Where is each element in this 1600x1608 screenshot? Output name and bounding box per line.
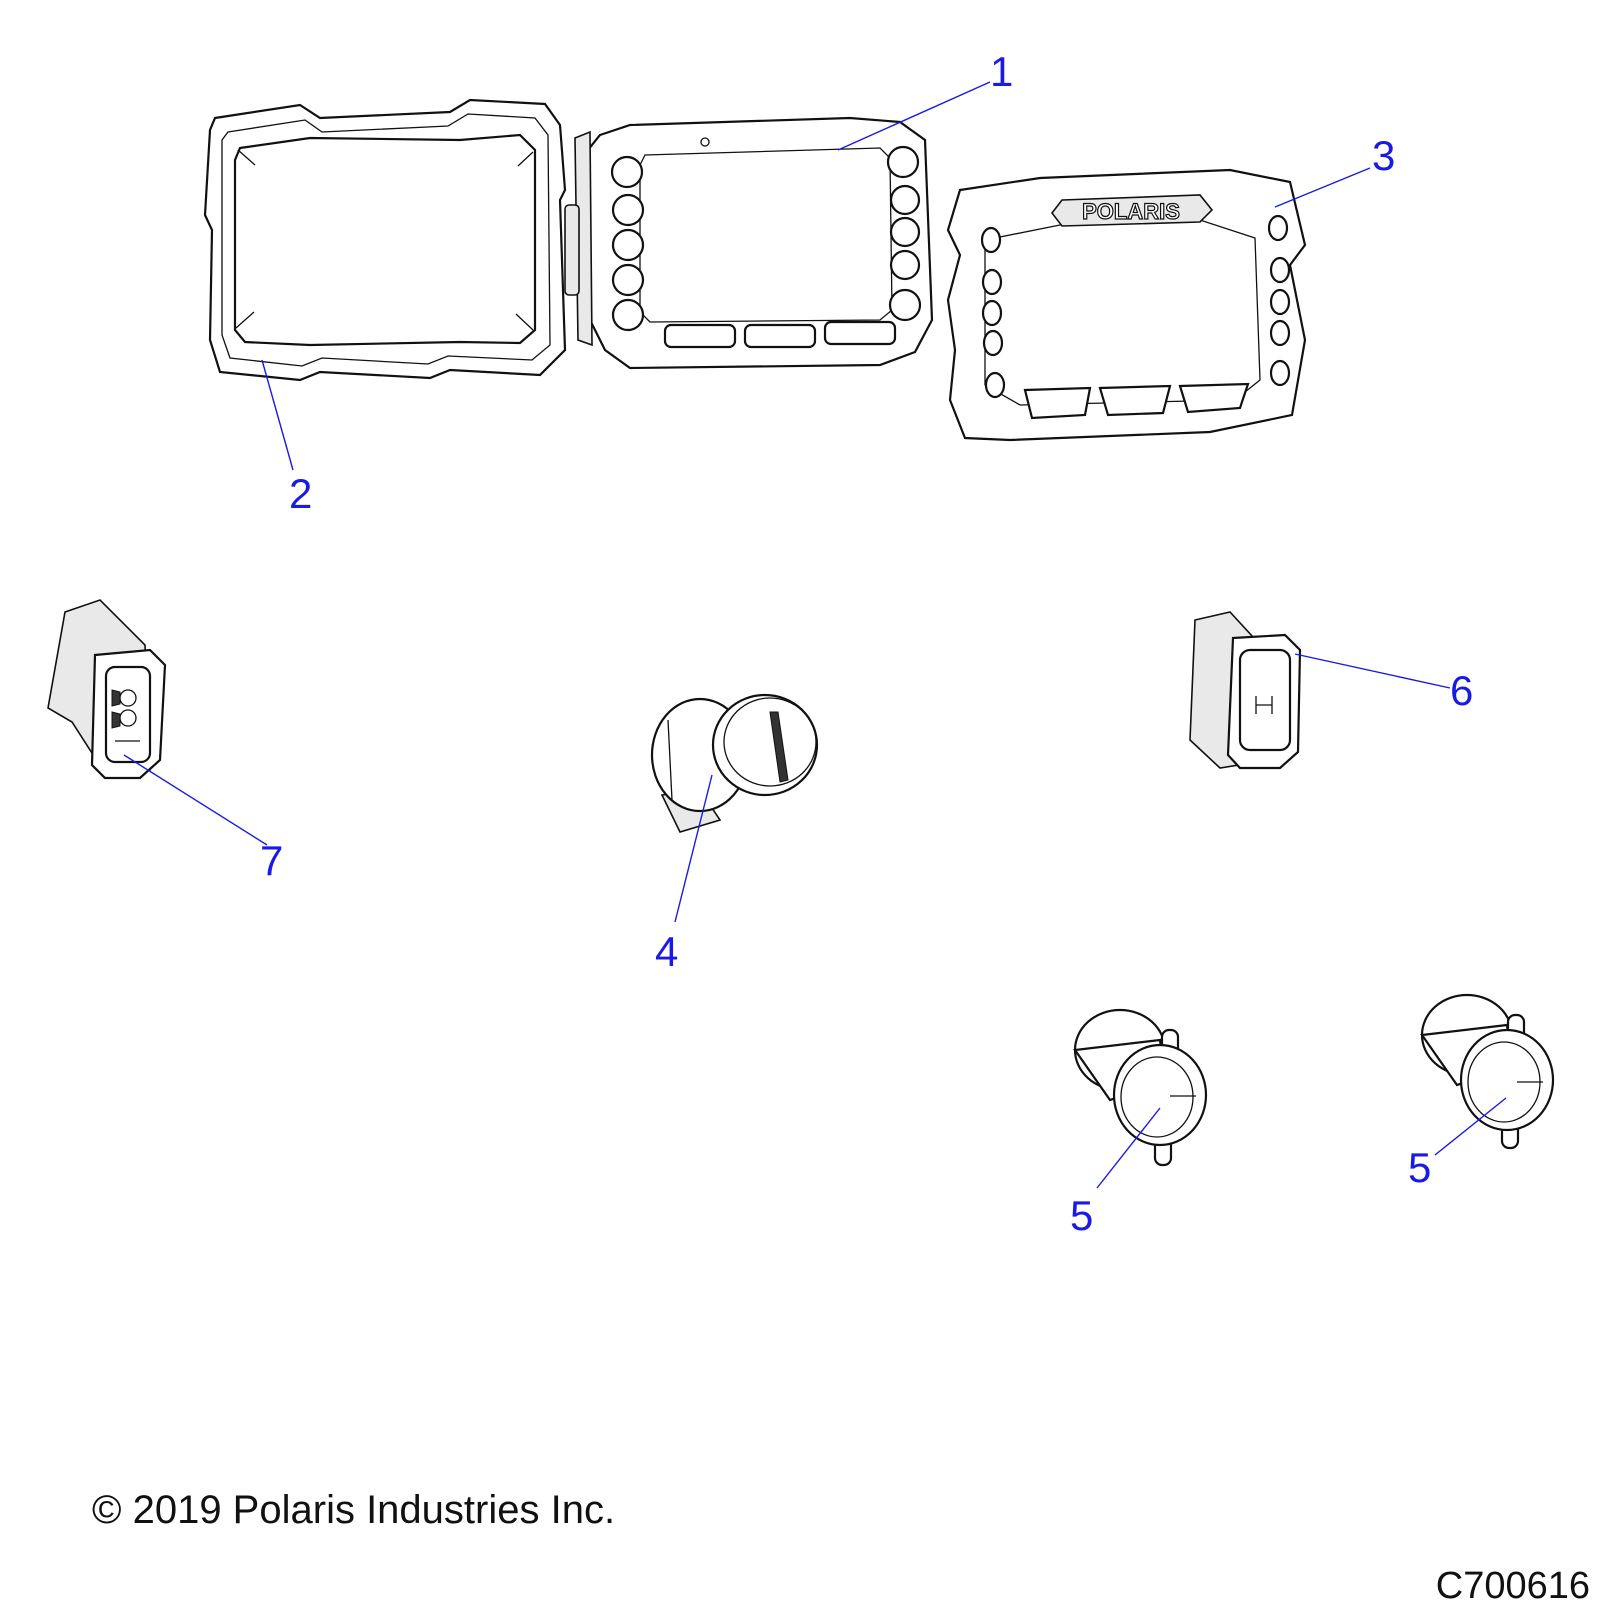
callout-4: 4 (655, 928, 678, 975)
drawing-number: C700616 (1435, 1565, 1590, 1607)
bezel-logo: POLARIS (1082, 199, 1180, 224)
bezel-holes-right (1267, 214, 1291, 387)
callout-2: 2 (289, 470, 312, 517)
leader-5a (1096, 1107, 1161, 1189)
bezel-bottom-slots (1023, 382, 1250, 420)
callout-5-left: 5 (1070, 1192, 1093, 1239)
part-2-gasket (203, 98, 567, 382)
leader-6 (1294, 653, 1451, 689)
display-side-buttons-left (610, 155, 645, 332)
callout-6: 6 (1450, 667, 1473, 714)
part-6-rocker-switch (1189, 611, 1302, 770)
leader-3 (1274, 167, 1371, 208)
part-5-outlet-b (1420, 993, 1555, 1150)
part-4-power-outlet (650, 693, 819, 833)
bezel-holes-left (980, 226, 1006, 399)
callout-1: 1 (990, 48, 1013, 95)
callout-labels: 1 2 3 4 5 5 6 7 (260, 48, 1473, 1239)
leader-7 (123, 754, 268, 846)
leader-1 (837, 81, 991, 151)
callout-5-right: 5 (1408, 1144, 1431, 1191)
leader-lines (123, 81, 1507, 1189)
leader-5b (1434, 1097, 1507, 1156)
leader-2 (261, 359, 294, 471)
callout-7: 7 (260, 837, 283, 884)
display-side-buttons-right (886, 145, 922, 322)
part-5-outlet-a (1073, 1008, 1208, 1167)
part-7-rocker-switch (47, 599, 167, 780)
callout-3: 3 (1372, 132, 1395, 179)
part-1-display-gauge (564, 116, 934, 370)
copyright-notice: © 2019 Polaris Industries Inc. (92, 1488, 616, 1532)
part-3-bezel: POLARIS (946, 168, 1307, 442)
display-bottom-buttons (663, 320, 897, 349)
leader-4 (674, 774, 713, 923)
